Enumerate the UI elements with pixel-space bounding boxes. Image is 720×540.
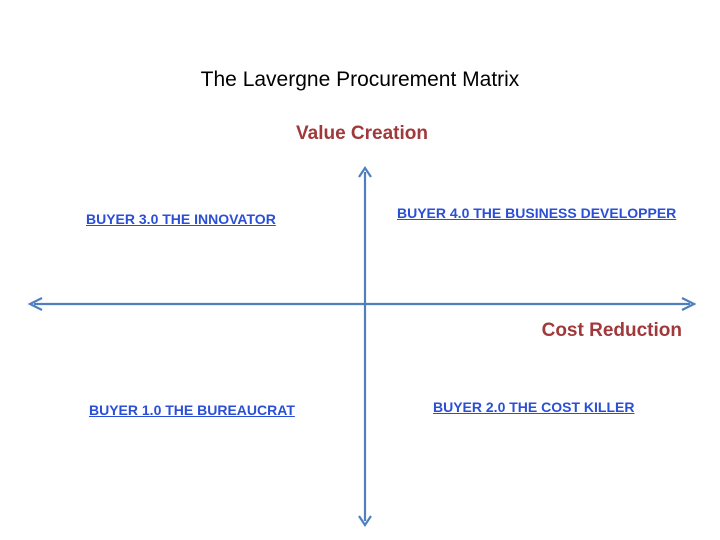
- quadrant-top-left-link[interactable]: BUYER 3.0 THE INNOVATOR: [86, 211, 276, 227]
- left-arrowhead: [27, 297, 43, 311]
- quadrant-top-right-link[interactable]: BUYER 4.0 THE BUSINESS DEVELOPPER: [397, 205, 677, 221]
- up-arrowhead: [358, 166, 372, 178]
- quadrant-bottom-left-link[interactable]: BUYER 1.0 THE BUREAUCRAT: [89, 402, 295, 418]
- right-arrowhead: [681, 297, 697, 311]
- y-axis-label: Value Creation: [296, 123, 428, 144]
- diagram-title: The Lavergne Procurement Matrix: [200, 68, 520, 91]
- quadrant-bottom-right-link[interactable]: BUYER 2.0 THE COST KILLER: [433, 399, 635, 415]
- x-axis-label: Cost Reduction: [541, 320, 682, 341]
- down-arrowhead: [358, 515, 372, 527]
